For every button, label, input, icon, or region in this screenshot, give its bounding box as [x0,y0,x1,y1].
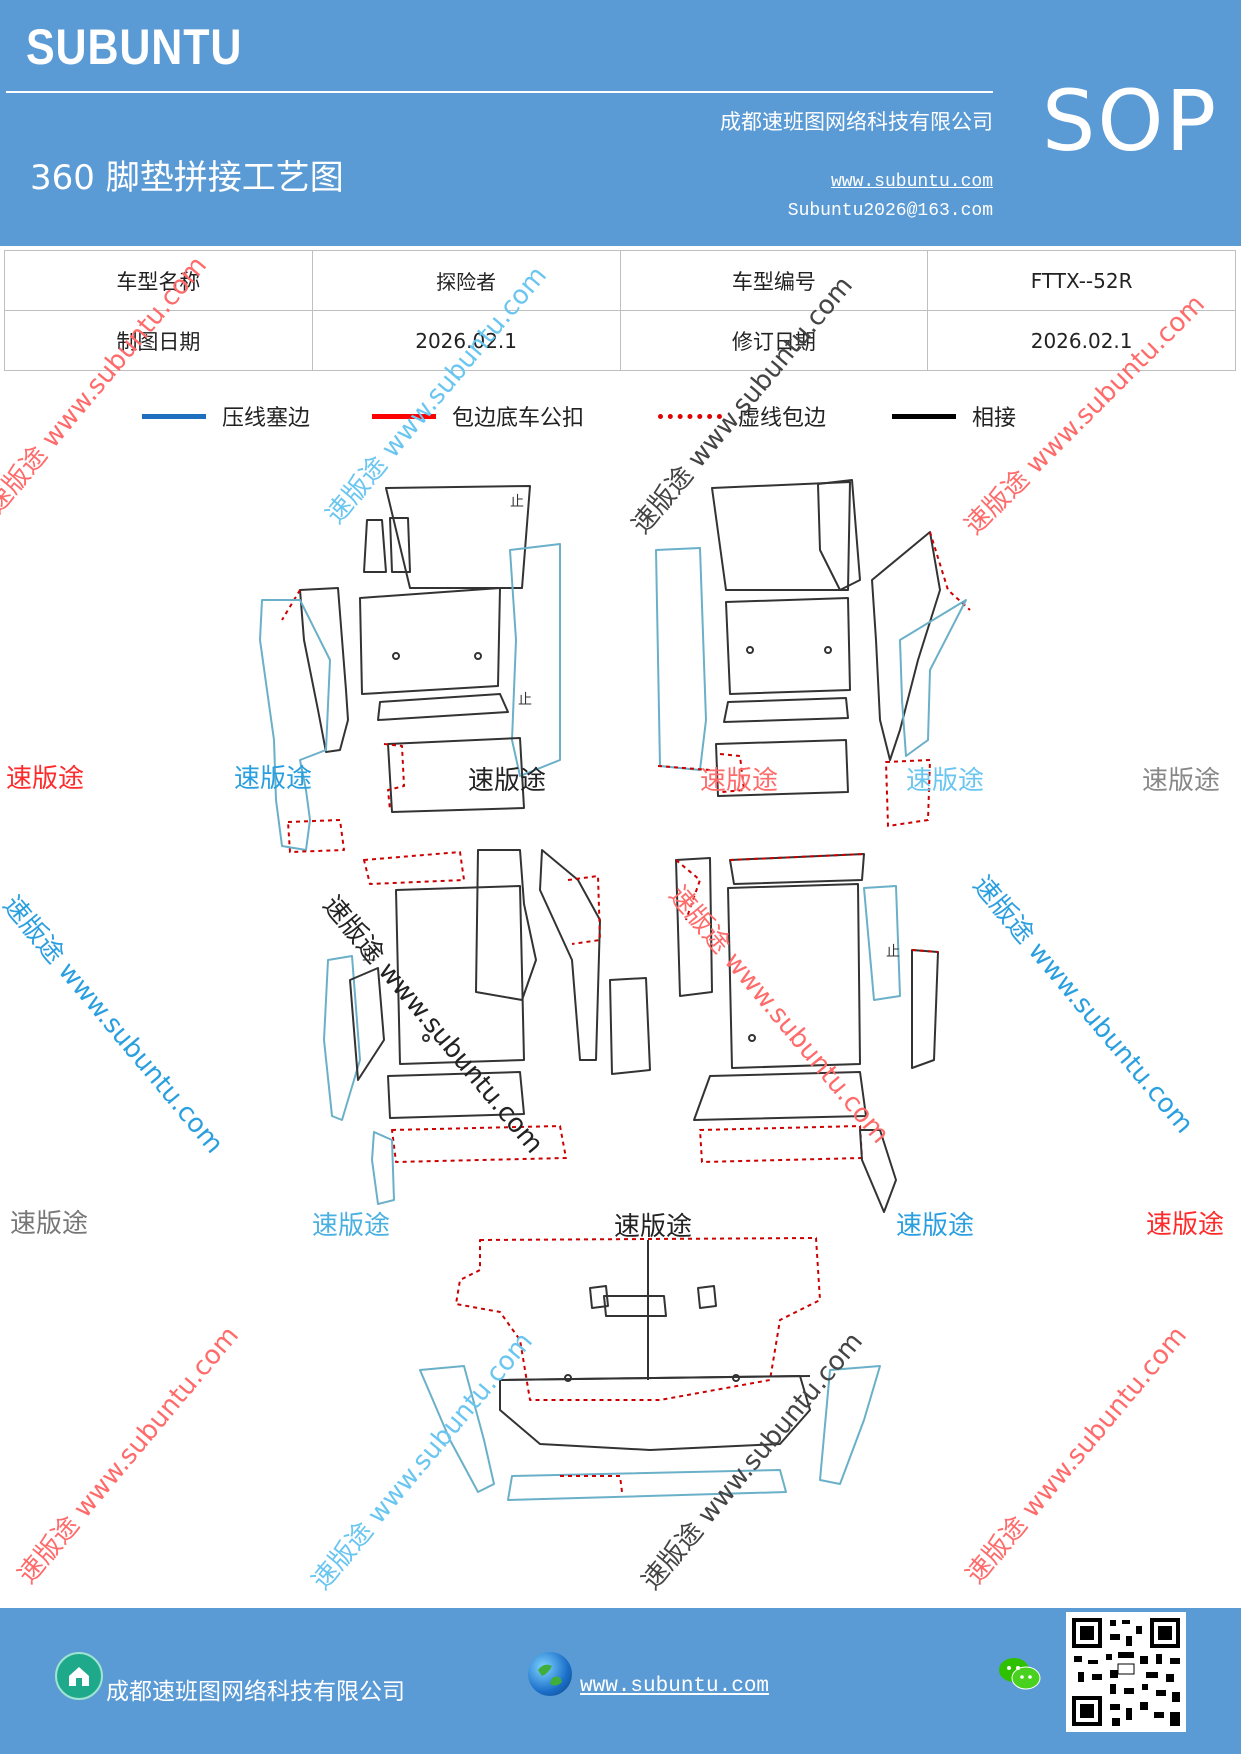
value-draw-date: 2026.02.1 [311,310,621,371]
value-revise-date: 2026.02.1 [927,310,1236,371]
qr-code [1066,1612,1186,1732]
watermark-brand: 速版途 [6,764,85,794]
label-model-code: 车型编号 [619,250,929,311]
legend-swatch-red-dotted [658,413,722,419]
header-divider [6,91,993,93]
label-draw-date: 制图日期 [4,310,313,371]
header-email: Subuntu2026@163.com [787,201,993,221]
mark-stop-label: 止 [518,692,532,708]
legend-item: 虚线包边 [658,400,826,432]
watermark-brand: 速版途 [1146,1210,1225,1240]
mark-stop-label: 止 [886,944,900,960]
mat-group-top-left [259,485,561,853]
page-title: 360 脚垫拼接工艺图 [30,158,344,198]
mat-group-middle-right [675,853,939,1213]
wechat-icon[interactable] [996,1652,1044,1696]
header-website-link[interactable]: www.subuntu.com [830,172,993,192]
mat-group-middle-left [323,849,651,1205]
mat-group-top-right [655,479,971,827]
legend-label: 包边底车公扣 [452,406,585,431]
header-banner: SUBUNTU 成都速班图网络科技有限公司 360 脚垫拼接工艺图 www.su… [0,0,1241,246]
footer-company: 成都速班图网络科技有限公司 [106,1679,405,1705]
label-model-name: 车型名称 [4,250,313,311]
watermark-brand: 速版途 [468,766,547,796]
watermark-brand: 速版途 [10,1209,89,1239]
sop-badge: SOP [1042,72,1219,170]
globe-icon [528,1652,572,1696]
footer-website-link[interactable]: www.subuntu.com [580,1675,770,1698]
legend-swatch-black [892,413,956,419]
brand-logo: SUBUNTU [26,19,243,75]
legend-label: 压线塞边 [222,406,311,431]
mat-group-bottom [419,1237,881,1501]
watermark-brand: 速版途 [700,766,779,796]
watermark-brand: 速版途 [1142,766,1221,796]
label-revise-date: 修订日期 [619,310,929,371]
watermark-brand: 速版途 [312,1211,391,1241]
watermark-brand: 速版途 [896,1211,975,1241]
header-company: 成都速班图网络科技有限公司 [720,110,993,134]
legend-swatch-red [372,413,436,419]
mark-stop-label: 止 [510,494,524,510]
vehicle-info-table: 车型名称 探险者 车型编号 FTTX--52R 制图日期 2026.02.1 修… [4,250,1236,371]
watermark-brand: 速版途 [614,1212,693,1242]
watermark-brand: 速版途 [906,766,985,796]
value-model-name: 探险者 [311,250,621,311]
legend-label: 虚线包边 [738,406,827,431]
legend-item: 压线塞边 [142,400,310,432]
legend-item: 包边底车公扣 [372,400,584,432]
watermark-brand: 速版途 [234,764,313,794]
legend-swatch-blue [142,413,206,419]
table-row: 制图日期 2026.02.1 修订日期 2026.02.1 [4,310,1236,371]
mark-stop-label: 止 [362,948,376,964]
floor-mat-diagram: 止 止 止 止 [259,479,971,1501]
line-legend: 压线塞边 包边底车公扣 虚线包边 相接 [0,400,1241,440]
home-icon [55,1652,103,1700]
legend-item: 相接 [892,400,1016,432]
legend-label: 相接 [972,406,1017,431]
